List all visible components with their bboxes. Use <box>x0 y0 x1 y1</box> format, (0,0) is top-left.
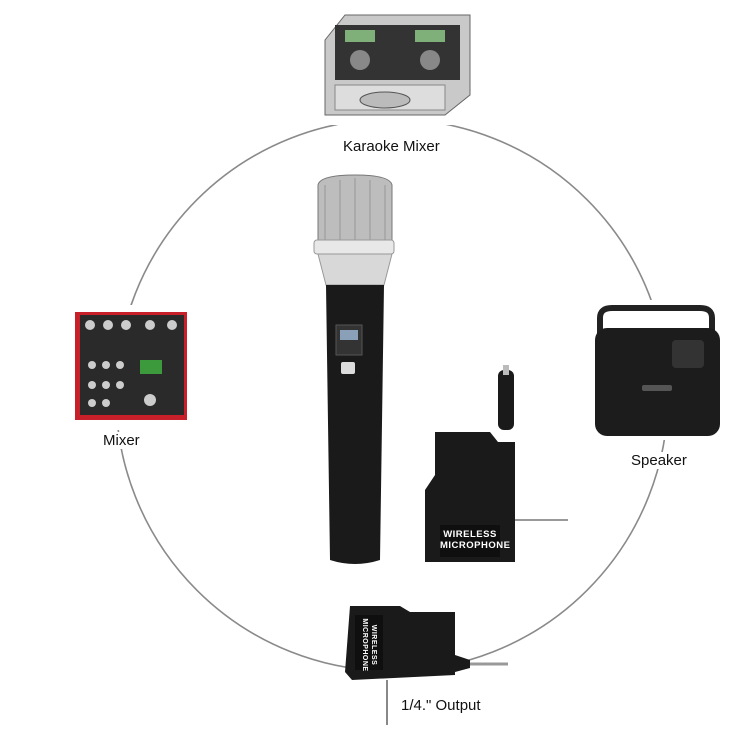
mixer-label: Mixer <box>100 432 143 449</box>
receiver-print-rotated: WIRELESS MICROPHONE <box>360 617 378 673</box>
receiver-print-line1: WIRELESS <box>443 529 497 540</box>
receiver-horizontal-image <box>345 606 508 725</box>
speaker-label: Speaker <box>628 452 690 469</box>
handheld-microphone-image <box>313 174 395 564</box>
receiver-print-rotated-line1: WIRELESS <box>370 624 377 666</box>
receiver-upright-image <box>425 365 568 562</box>
output-label: 1/4." Output <box>398 697 484 714</box>
speaker-image <box>585 300 730 440</box>
karaoke-mixer-label: Karaoke Mixer <box>340 138 443 155</box>
receiver-print: WIRELESS MICROPHONE <box>440 529 511 551</box>
receiver-print-rotated-line2: MICROPHONE <box>361 618 368 672</box>
mixer-image <box>68 305 193 430</box>
receiver-print-line2: MICROPHONE <box>440 540 511 551</box>
karaoke-mixer-image <box>310 10 480 125</box>
